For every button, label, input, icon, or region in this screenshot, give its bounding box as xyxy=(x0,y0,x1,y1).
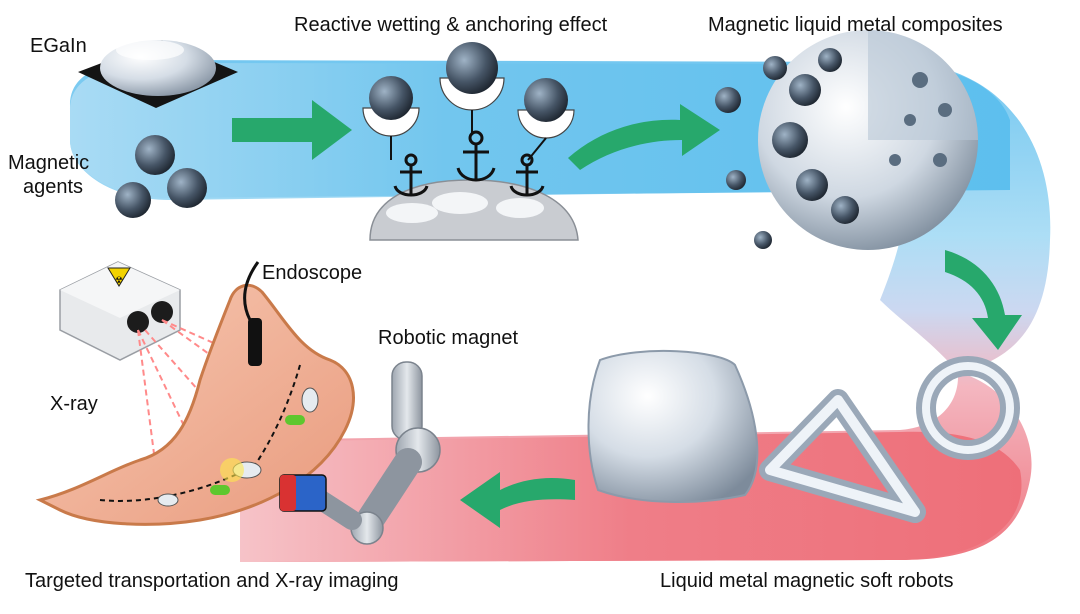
targeted-transport-label: Targeted transportation and X-ray imagin… xyxy=(25,570,399,592)
magnetic-agents xyxy=(115,135,207,218)
xray-device: ☢ xyxy=(59,261,181,361)
anchor-particle-cup xyxy=(362,76,420,160)
xray-label: X-ray xyxy=(50,393,98,415)
robotic-magnet-label: Robotic magnet xyxy=(378,327,519,349)
soft-robot-sheet xyxy=(587,349,759,503)
anchor-icon xyxy=(393,153,429,197)
robotic-magnet-arm xyxy=(279,361,441,545)
anchor-particle-cup xyxy=(439,42,505,135)
stomach-illustration xyxy=(35,283,355,526)
soft-robot-ring xyxy=(916,356,1020,460)
reactive-wetting-label: Reactive wetting & anchoring effect xyxy=(294,14,608,36)
anchoring-illustration xyxy=(362,42,579,241)
composite-sphere xyxy=(715,30,978,250)
arrow-2-icon xyxy=(568,104,720,170)
anchor-icon xyxy=(456,130,496,182)
anchor-particle-cup xyxy=(517,78,575,161)
egain-label: EGaIn xyxy=(30,35,87,57)
magnetic-agents-label-line1: Magnetic xyxy=(8,152,90,174)
arrow-3-icon xyxy=(945,250,1022,350)
anchor-icon xyxy=(509,153,545,197)
magnetic-agents-label-line2: agents xyxy=(23,176,84,198)
endoscope-icon xyxy=(243,261,262,366)
arrow-1-icon xyxy=(232,100,352,160)
soft-robots-label: Liquid metal magnetic soft robots xyxy=(660,570,954,592)
egain-droplet xyxy=(78,40,238,108)
soft-robot-triangle xyxy=(759,389,926,523)
arrow-4-icon xyxy=(460,472,575,528)
composites-label: Magnetic liquid metal composites xyxy=(708,14,1003,36)
endoscope-label: Endoscope xyxy=(262,262,363,284)
svg-text:☢: ☢ xyxy=(115,276,123,286)
